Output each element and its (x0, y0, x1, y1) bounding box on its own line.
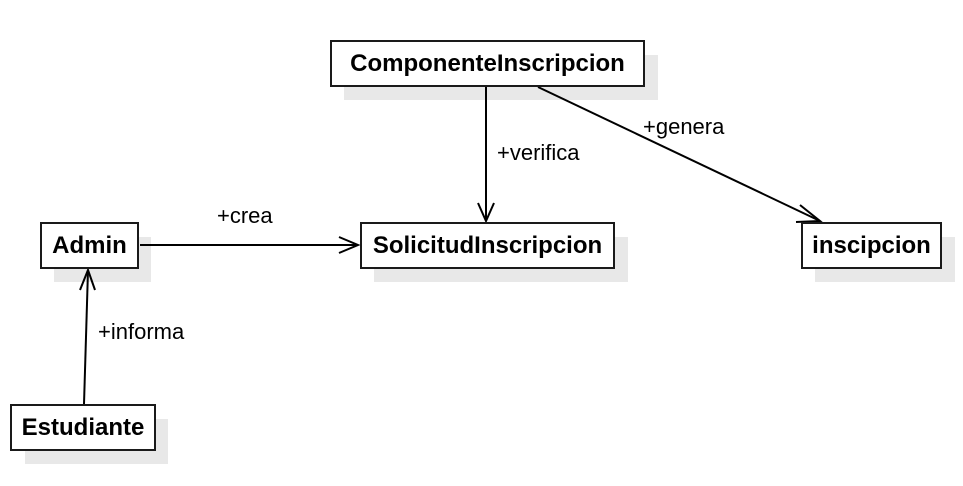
genera-label: +genera (643, 114, 725, 139)
crea-label: +crea (217, 203, 273, 228)
genera-edge (537, 86, 821, 222)
verifica-arrowhead (477, 202, 495, 224)
componente-inscripcion-node[interactable]: ComponenteInscripcion (330, 40, 645, 87)
inscipcion-node[interactable]: inscipcion (801, 222, 942, 269)
informa-label: +informa (98, 319, 185, 344)
crea-arrowhead (338, 236, 361, 254)
estudiante-node[interactable]: Estudiante (10, 404, 156, 451)
solicitud-inscripcion-node[interactable]: SolicitudInscripcion (360, 222, 615, 269)
informa-arrowhead (79, 267, 96, 291)
informa-edge (83, 269, 89, 405)
verifica-label: +verifica (497, 140, 580, 165)
admin-node[interactable]: Admin (40, 222, 139, 269)
genera-arrowhead (795, 204, 823, 223)
